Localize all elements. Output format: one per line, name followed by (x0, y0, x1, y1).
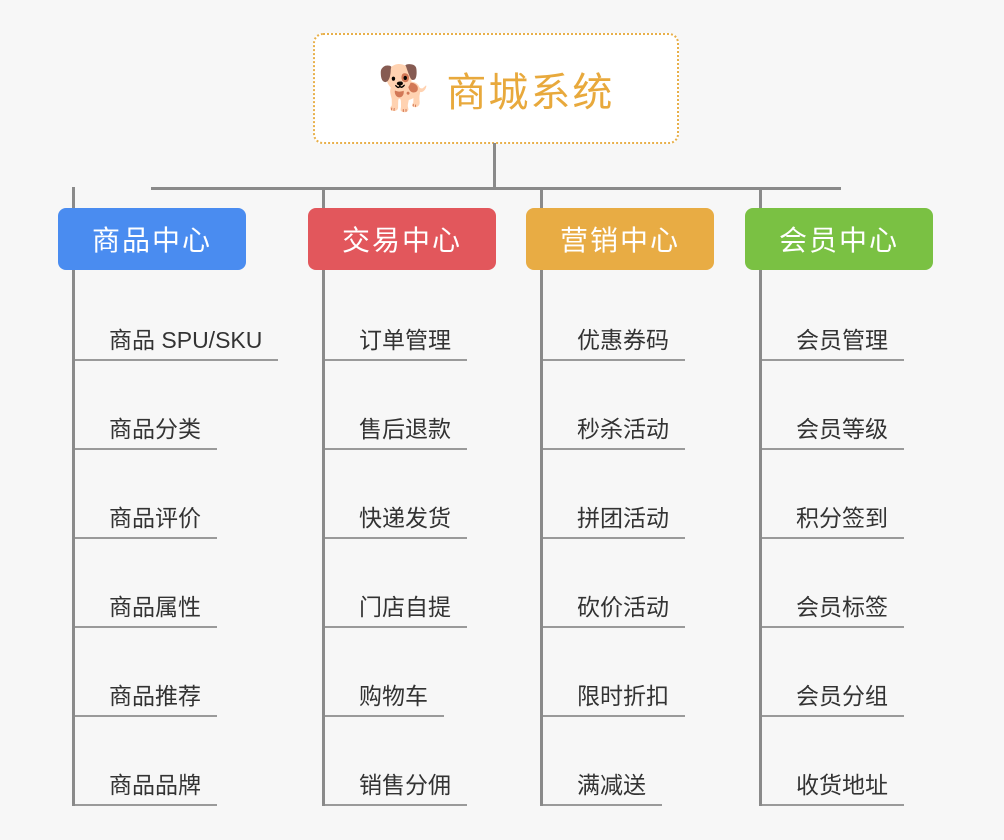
leaf-item-label: 会员等级 (762, 410, 904, 450)
leaf-item[interactable]: 限时折扣 (543, 628, 714, 717)
leaf-item-label: 会员管理 (762, 321, 904, 361)
leaf-item-label: 优惠券码 (543, 321, 685, 361)
leaf-item-label: 商品品牌 (75, 766, 217, 806)
leaf-item-label: 会员标签 (762, 588, 904, 628)
leaf-item[interactable]: 满减送 (543, 717, 714, 806)
leaf-item-label: 拼团活动 (543, 499, 685, 539)
leaf-item[interactable]: 会员标签 (762, 539, 933, 628)
category-box-product-center[interactable]: 商品中心 (58, 208, 246, 270)
leaf-item[interactable]: 收货地址 (762, 717, 933, 806)
leaf-item[interactable]: 售后退款 (325, 361, 496, 450)
leaf-item[interactable]: 订单管理 (325, 272, 496, 361)
leaf-item-label: 商品分类 (75, 410, 217, 450)
leaf-item-label: 商品属性 (75, 588, 217, 628)
branch-spine-product-center: 商品 SPU/SKU 商品分类商品评价商品属性商品推荐商品品牌 (72, 270, 279, 806)
connector-drop-member-center (759, 187, 762, 209)
shiba-dog-face-icon: 🐕 (377, 63, 433, 113)
leaf-item[interactable]: 门店自提 (325, 539, 496, 628)
connector-drop-marketing-center (540, 187, 543, 209)
leaf-item[interactable]: 商品分类 (75, 361, 246, 450)
leaf-item[interactable]: 砍价活动 (543, 539, 714, 628)
branch-spine-marketing-center: 优惠券码秒杀活动拼团活动砍价活动限时折扣满减送 (540, 270, 714, 806)
leaf-item-label: 门店自提 (325, 588, 467, 628)
leaf-item-label: 收货地址 (762, 766, 904, 806)
connector-drop-trade-center (322, 187, 325, 209)
leaf-item[interactable]: 商品 SPU/SKU (75, 272, 279, 361)
leaf-item-label: 购物车 (325, 677, 444, 717)
connector-horizontal-bus (151, 187, 841, 190)
leaf-item-label: 售后退款 (325, 410, 467, 450)
branch-column-trade-center: 交易中心订单管理售后退款快递发货门店自提购物车销售分佣 (308, 208, 496, 806)
category-label: 商品中心 (91, 225, 212, 256)
category-label: 营销中心 (559, 225, 680, 256)
category-label: 会员中心 (778, 225, 899, 256)
leaf-item-label: 商品推荐 (75, 677, 217, 717)
branch-column-marketing-center: 营销中心优惠券码秒杀活动拼团活动砍价活动限时折扣满减送 (526, 208, 714, 806)
leaf-item[interactable]: 优惠券码 (543, 272, 714, 361)
branch-spine-member-center: 会员管理会员等级积分签到会员标签会员分组收货地址 (759, 270, 933, 806)
leaf-item-label: 订单管理 (325, 321, 467, 361)
leaf-item-label: 秒杀活动 (543, 410, 685, 450)
leaf-item-label: 会员分组 (762, 677, 904, 717)
branch-column-product-center: 商品中心商品 SPU/SKU 商品分类商品评价商品属性商品推荐商品品牌 (58, 208, 279, 806)
leaf-item-label: 积分签到 (762, 499, 904, 539)
branch-column-member-center: 会员中心会员管理会员等级积分签到会员标签会员分组收货地址 (745, 208, 933, 806)
leaf-item[interactable]: 商品属性 (75, 539, 246, 628)
leaf-item-label: 商品 SPU/SKU (75, 321, 279, 361)
connector-drop-product-center (72, 187, 75, 209)
category-box-trade-center[interactable]: 交易中心 (308, 208, 496, 270)
category-box-member-center[interactable]: 会员中心 (745, 208, 933, 270)
leaf-item-label: 限时折扣 (543, 677, 685, 717)
connector-root-stem (493, 143, 496, 189)
leaf-item[interactable]: 购物车 (325, 628, 496, 717)
leaf-item[interactable]: 积分签到 (762, 450, 933, 539)
branch-spine-trade-center: 订单管理售后退款快递发货门店自提购物车销售分佣 (322, 270, 496, 806)
leaf-item-label: 满减送 (543, 766, 662, 806)
leaf-item-label: 销售分佣 (325, 766, 467, 806)
leaf-item-label: 砍价活动 (543, 588, 685, 628)
leaf-item[interactable]: 秒杀活动 (543, 361, 714, 450)
leaf-item[interactable]: 会员等级 (762, 361, 933, 450)
root-node[interactable]: 🐕 商城系统 (313, 33, 679, 144)
leaf-item[interactable]: 商品品牌 (75, 717, 246, 806)
leaf-item[interactable]: 快递发货 (325, 450, 496, 539)
leaf-item[interactable]: 拼团活动 (543, 450, 714, 539)
leaf-item[interactable]: 销售分佣 (325, 717, 496, 806)
category-box-marketing-center[interactable]: 营销中心 (526, 208, 714, 270)
leaf-item[interactable]: 会员管理 (762, 272, 933, 361)
root-node-title: 商城系统 (446, 70, 615, 115)
leaf-item[interactable]: 商品评价 (75, 450, 246, 539)
leaf-item-label: 商品评价 (75, 499, 217, 539)
category-label: 交易中心 (341, 225, 462, 256)
leaf-item[interactable]: 商品推荐 (75, 628, 246, 717)
leaf-item-label: 快递发货 (325, 499, 467, 539)
leaf-item[interactable]: 会员分组 (762, 628, 933, 717)
